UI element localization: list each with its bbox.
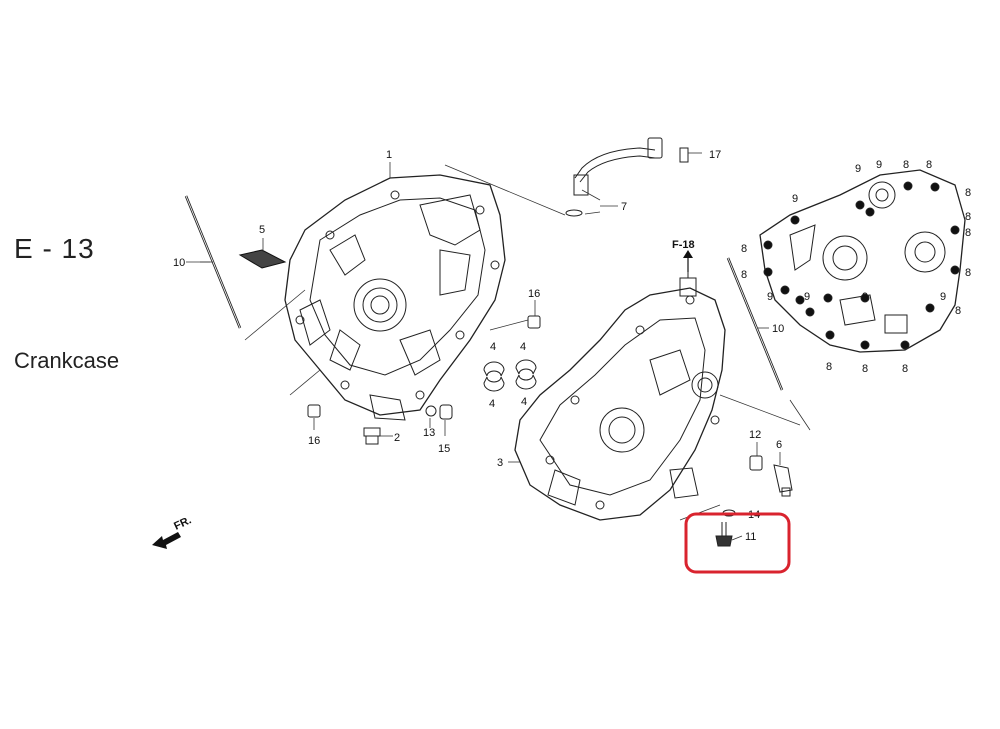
- callout-15: 15: [438, 443, 450, 455]
- callout-8h: 8: [741, 243, 747, 255]
- callout-4d: 4: [521, 396, 527, 408]
- callout-8j: 8: [826, 361, 832, 373]
- callout-8g: 8: [955, 305, 961, 317]
- callout-7: 7: [621, 201, 627, 213]
- callout-1: 1: [386, 149, 392, 161]
- callout-10-left: 10: [173, 257, 185, 269]
- callout-9c: 9: [792, 193, 798, 205]
- callout-9e: 9: [804, 291, 810, 303]
- callout-3: 3: [497, 457, 503, 469]
- callout-8f: 8: [965, 267, 971, 279]
- stud-bolt-right: [726, 257, 784, 391]
- callout-12: 12: [749, 429, 761, 441]
- bolt-pattern-view: [759, 169, 966, 353]
- callout-8e: 8: [965, 227, 971, 239]
- leader-lines: [186, 152, 811, 541]
- dowel-pin-right: [527, 315, 541, 329]
- highlight-box-part-11: [684, 512, 791, 574]
- oil-strainer-screen: [238, 249, 287, 269]
- callout-4c: 4: [489, 398, 495, 410]
- reference-arrow: [683, 250, 693, 272]
- callout-6: 6: [776, 439, 782, 451]
- callout-9a: 9: [855, 163, 861, 175]
- callout-17: 17: [709, 149, 721, 161]
- callout-8k: 8: [862, 363, 868, 375]
- callout-16-right: 16: [528, 288, 540, 300]
- callout-9g: 9: [940, 291, 946, 303]
- left-crankcase-half: [284, 174, 506, 421]
- page-title: Crankcase: [14, 348, 120, 373]
- plug-12: [749, 455, 763, 471]
- reference-f18: F-18: [672, 239, 695, 251]
- oil-pressure-sensor: [565, 137, 689, 217]
- page-code: E - 13: [14, 233, 95, 264]
- callout-9f: 9: [862, 291, 868, 303]
- front-arrow-icon: FR.: [152, 514, 193, 549]
- bearing-shells: [483, 359, 537, 392]
- callout-4b: 4: [520, 341, 526, 353]
- callout-5: 5: [259, 224, 265, 236]
- callout-8a: 8: [903, 159, 909, 171]
- dowel-pin-left: [307, 404, 321, 418]
- callout-16-left: 16: [308, 435, 320, 447]
- callout-8d: 8: [965, 211, 971, 223]
- drain-bolt: [363, 427, 381, 445]
- callout-8i: 8: [741, 269, 747, 281]
- washer-13: [425, 405, 437, 417]
- switch-6: [773, 464, 793, 497]
- right-crankcase-half: [514, 260, 726, 521]
- callout-8b: 8: [926, 159, 932, 171]
- callout-10-right: 10: [772, 323, 784, 335]
- callout-2: 2: [394, 432, 400, 444]
- callout-13: 13: [423, 427, 435, 439]
- callout-8l: 8: [902, 363, 908, 375]
- callout-9b: 9: [876, 159, 882, 171]
- callout-8c: 8: [965, 187, 971, 199]
- callout-11: 11: [745, 531, 756, 543]
- bolt-11: [715, 522, 733, 547]
- callout-9d: 9: [767, 291, 773, 303]
- bushing-15: [439, 404, 453, 420]
- callout-4a: 4: [490, 341, 496, 353]
- front-label: FR.: [172, 514, 193, 532]
